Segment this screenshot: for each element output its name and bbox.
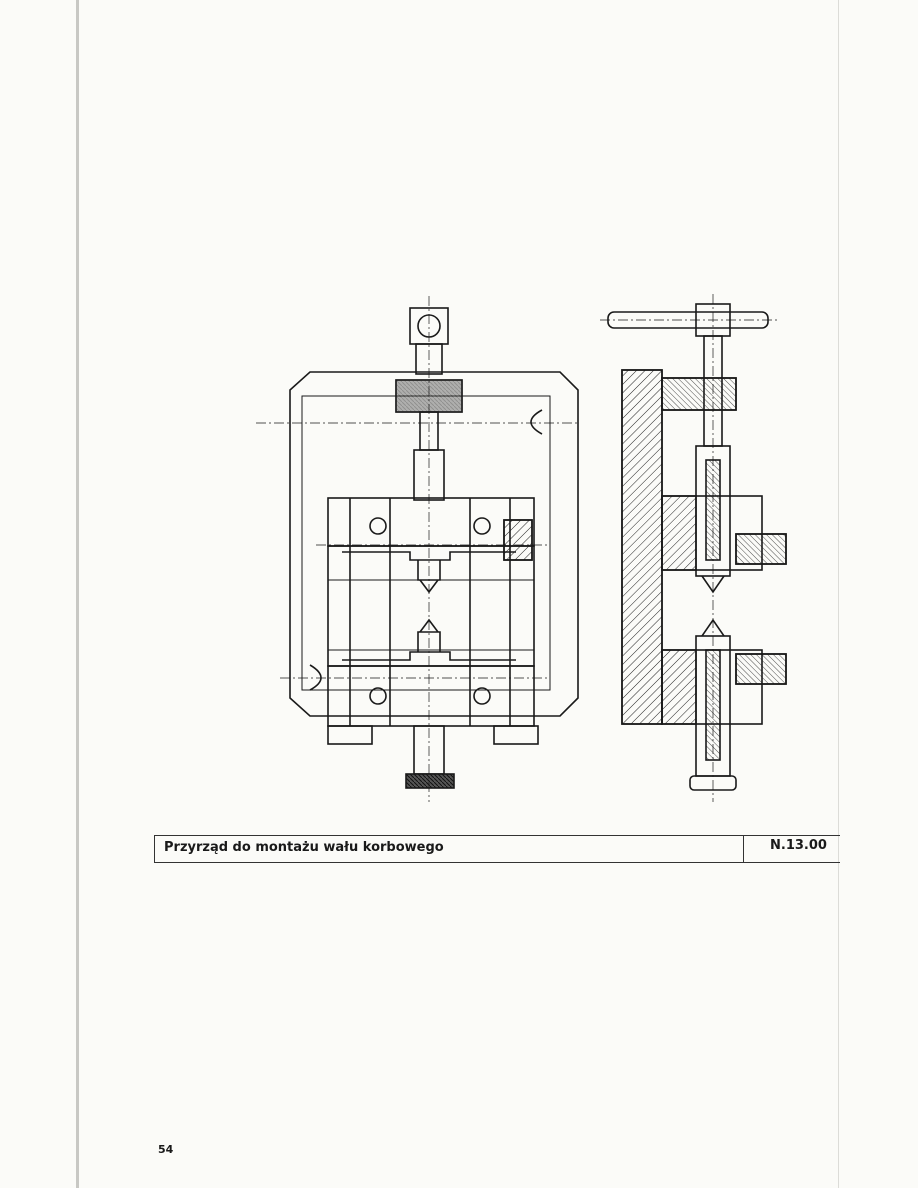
figure-caption-code: N.13.00: [770, 838, 827, 853]
page-binding-edge: [76, 0, 79, 1188]
technical-drawing: [256, 294, 787, 802]
caption-rule-top: [154, 835, 840, 836]
page-number: 54: [158, 1143, 174, 1156]
caption-separator-mid: [743, 836, 744, 862]
figure-caption-title: Przyrząd do montażu wału korbowego: [164, 840, 444, 855]
front-view: [256, 296, 580, 802]
page-right-edge: [838, 0, 839, 1188]
side-view: [600, 294, 787, 802]
caption-separator-left: [154, 836, 155, 862]
caption-rule-bottom: [154, 862, 840, 863]
